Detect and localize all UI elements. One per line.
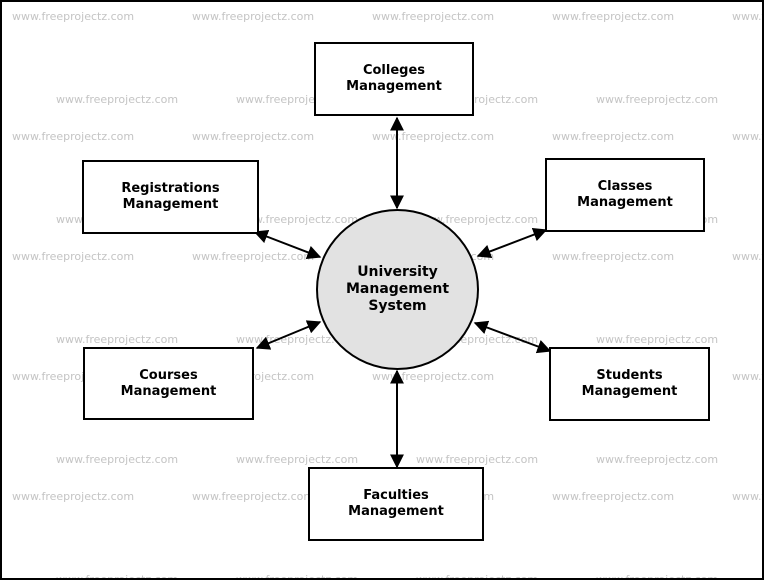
- watermark-text: www.freeprojectz.com: [192, 10, 315, 23]
- box-label-line: Students: [596, 368, 663, 383]
- process-label-line: Management: [345, 281, 450, 297]
- connector-classes: [476, 227, 548, 259]
- watermark-text: www.freeprojectz.com: [552, 10, 675, 23]
- box-label-line: Registrations: [121, 181, 220, 196]
- watermark-text: www.freeprojectz.com: [12, 490, 135, 503]
- box-label-line: Management: [581, 384, 678, 399]
- watermark-text: www.freeprojectz.com: [416, 573, 539, 580]
- classes-management-box: Classes Management: [545, 158, 705, 232]
- watermark-text: www.freeprojectz.com: [552, 130, 675, 143]
- watermark-text: www.freeprojectz.com: [56, 453, 179, 466]
- students-management-box: Students Management: [549, 347, 710, 421]
- watermark-text: www.freeprojectz.com: [732, 250, 764, 263]
- box-label-line: Classes: [597, 179, 653, 194]
- watermark-text: www.freeprojectz.com: [192, 130, 315, 143]
- watermark-text: www.freeprojectz.com: [236, 573, 359, 580]
- process-label-line: System: [368, 298, 427, 314]
- watermark-text: www.freeprojectz.com: [732, 130, 764, 143]
- watermark-text: www.freeprojectz.com: [596, 93, 719, 106]
- connector-registrations: [253, 229, 322, 260]
- watermark-text: www.freeprojectz.com: [596, 333, 719, 346]
- colleges-management-box: Colleges Management: [314, 42, 474, 116]
- box-label-line: Management: [122, 197, 219, 212]
- courses-management-box: Courses Management: [83, 347, 254, 420]
- watermark-text: www.freeprojectz.com: [596, 453, 719, 466]
- registrations-management-box: Registrations Management: [82, 160, 259, 234]
- watermark-text: www.freeprojectz.com: [372, 10, 495, 23]
- watermark-text: www.freeprojectz.com: [416, 453, 539, 466]
- watermark-text: www.freeprojectz.com: [552, 490, 675, 503]
- connector-courses: [255, 320, 322, 350]
- watermark-text: www.freeprojectz.com: [596, 573, 719, 580]
- box-label-line: Management: [120, 383, 217, 399]
- watermark-text: www.freeprojectz.com: [56, 333, 179, 346]
- box-label-line: Courses: [139, 367, 198, 383]
- watermark-text: www.freeprojectz.com: [236, 213, 359, 226]
- box-label-line: Faculties: [363, 488, 429, 503]
- university-management-system-process: University Management System: [316, 209, 479, 370]
- box-label-line: Management: [346, 79, 442, 94]
- watermark-text: www.freeprojectz.com: [12, 10, 135, 23]
- watermark-text: www.freeprojectz.com: [732, 10, 764, 23]
- watermark-text: www.freeprojectz.com: [552, 250, 675, 263]
- box-label-line: Colleges: [362, 63, 426, 78]
- watermark-text: www.freeprojectz.com: [732, 490, 764, 503]
- connector-students: [473, 320, 552, 354]
- watermark-text: www.freeprojectz.com: [12, 250, 135, 263]
- watermark-text: www.freeprojectz.com: [192, 490, 315, 503]
- watermark-text: www.freeprojectz.com: [416, 213, 539, 226]
- watermark-text: www.freeprojectz.com: [732, 370, 764, 383]
- process-label-line: University: [357, 264, 438, 280]
- faculties-management-box: Faculties Management: [308, 467, 484, 541]
- box-label-line: Management: [348, 504, 444, 519]
- box-label-line: Management: [577, 195, 673, 210]
- watermark-text: www.freeprojectz.com: [56, 93, 179, 106]
- watermark-text: www.freeprojectz.com: [56, 573, 179, 580]
- watermark-text: www.freeprojectz.com: [236, 453, 359, 466]
- watermark-text: www.freeprojectz.com: [12, 130, 135, 143]
